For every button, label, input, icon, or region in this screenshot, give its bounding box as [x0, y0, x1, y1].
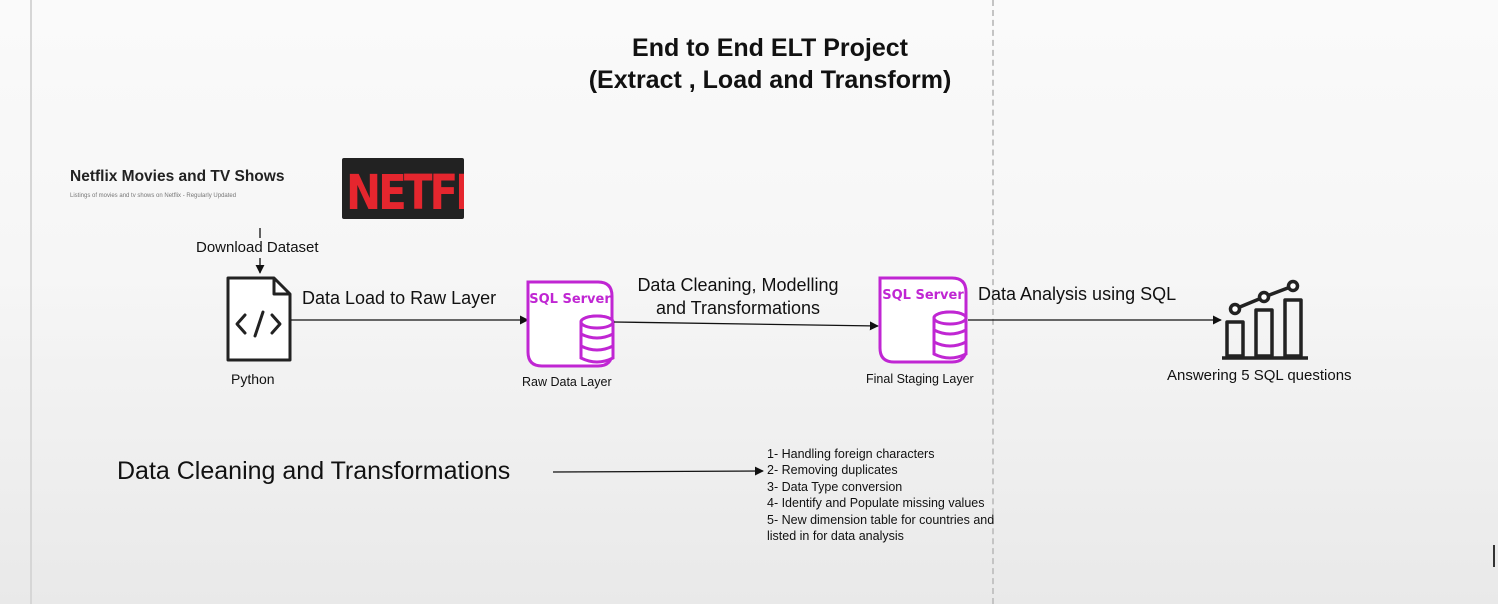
left-border	[30, 0, 32, 604]
clean-edge-label-line-2: and Transformations	[655, 298, 821, 318]
netflix-logo: NETFLIX	[342, 158, 464, 219]
list-item: 2- Removing duplicates	[767, 463, 898, 478]
netflix-logo-text: NETFLIX	[346, 164, 464, 219]
raw-layer-label: Raw Data Layer	[522, 375, 612, 389]
transformation-steps: 1- Handling foreign characters 2- Removi…	[767, 446, 994, 544]
staging-layer-label: Final Staging Layer	[866, 372, 974, 386]
raw-sql-server-icon: SQL Server	[526, 280, 615, 368]
staging-sql-server-icon: SQL Server	[878, 276, 968, 364]
clean-arrow	[613, 321, 879, 331]
dashed-divider	[992, 0, 994, 604]
dataset-title: Netflix Movies and TV Shows	[70, 168, 285, 185]
transform-arrow	[552, 466, 764, 476]
title-line-1: End to End ELT Project	[632, 34, 908, 62]
raw-sql-server-tag: SQL Server	[529, 292, 611, 307]
cursor-mark	[1493, 545, 1495, 567]
staging-sql-server-tag: SQL Server	[882, 288, 964, 303]
download-label: Download Dataset	[196, 239, 319, 256]
list-item: listed in for data analysis	[767, 529, 904, 544]
list-item: 3- Data Type conversion	[767, 479, 903, 494]
list-item: 4- Identify and Populate missing values	[767, 496, 985, 511]
clean-edge-label: Data Cleaning, Modelling and Transformat…	[620, 274, 856, 320]
page-title: End to End ELT Project (Extract , Load a…	[560, 32, 980, 96]
python-label: Python	[231, 371, 275, 387]
title-line-2: (Extract , Load and Transform)	[588, 66, 952, 94]
analyze-edge-label: Data Analysis using SQL	[978, 284, 1177, 304]
list-item: 5- New dimension table for countries and	[767, 512, 995, 527]
dataset-subtitle: Listings of movies and tv shows on Netfl…	[70, 193, 237, 199]
analysis-label: Answering 5 SQL questions	[1167, 367, 1352, 384]
list-item: 1- Handling foreign characters	[767, 447, 935, 461]
clean-edge-label-line-1: Data Cleaning, Modelling	[637, 275, 839, 295]
load-edge-label: Data Load to Raw Layer	[302, 288, 497, 308]
transformations-heading: Data Cleaning and Transformations	[117, 457, 511, 485]
analytics-chart-icon	[1222, 279, 1308, 360]
python-file-icon	[226, 276, 292, 362]
